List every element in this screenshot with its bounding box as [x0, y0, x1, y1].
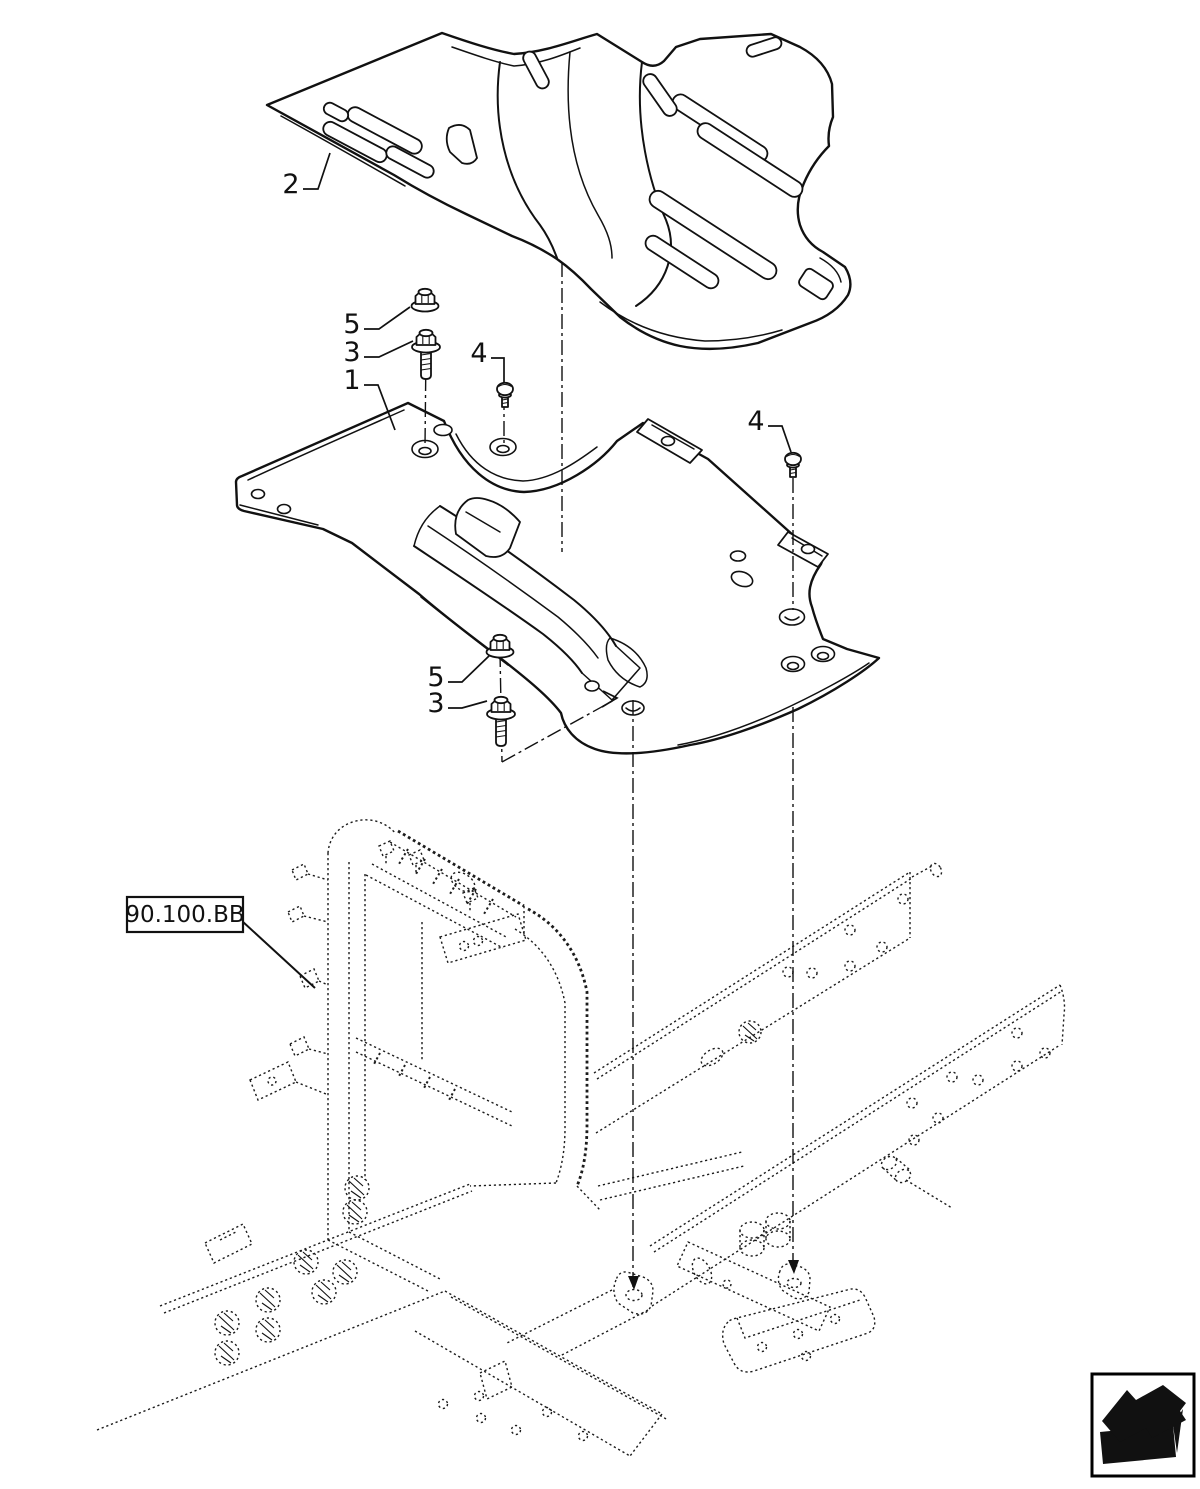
reference-box-label[interactable]: 90.100.BB — [125, 902, 244, 928]
callout-4-right-label[interactable]: 4 — [747, 406, 764, 437]
callout-4-left-label[interactable]: 4 — [470, 338, 487, 369]
floor-panel-part-1 — [234, 401, 881, 755]
floor-mat-part-2 — [265, 31, 852, 351]
reference-box-90-100-BB[interactable]: 90.100.BB — [125, 895, 316, 989]
mount-foot-right — [777, 1263, 811, 1300]
callout-5-upper-label[interactable]: 5 — [343, 309, 360, 340]
flange-bolt-3-upper — [411, 328, 441, 380]
projection-centerlines — [424, 262, 799, 1290]
flange-bolt-3-lower — [486, 695, 516, 747]
callout-3-upper-label[interactable]: 3 — [343, 337, 360, 368]
callout-2-label[interactable]: 2 — [282, 169, 299, 200]
page-corner-arrow-icon — [1090, 1372, 1196, 1478]
callout-5-lower-label[interactable]: 5 — [427, 662, 444, 693]
callout-1-label[interactable]: 1 — [343, 365, 360, 396]
callouts: 2 5 3 1 4 4 5 3 — [282, 152, 792, 719]
screw-4-left — [496, 381, 514, 408]
left-rail-bolt-heads — [214, 1175, 370, 1366]
callout-3-lower-label[interactable]: 3 — [427, 688, 444, 719]
chassis-frame-reference — [96, 819, 1066, 1457]
screw-4-right — [784, 451, 802, 478]
flange-nut-5-upper — [410, 287, 440, 313]
